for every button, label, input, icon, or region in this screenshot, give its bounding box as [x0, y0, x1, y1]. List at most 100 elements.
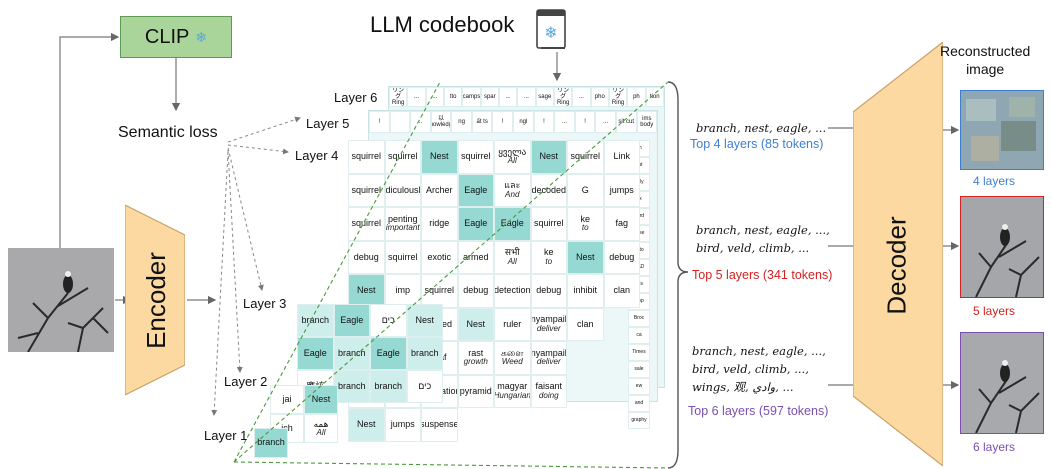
reconstructed-title-line: Reconstructed: [940, 43, 1031, 59]
token-cell: branch: [406, 337, 443, 370]
token-cell: களைWeed: [494, 341, 531, 375]
layer4-label: Layer 4: [295, 148, 339, 163]
reconstructed-image-5: [960, 196, 1044, 298]
token-cell: branch: [333, 337, 370, 370]
token-text: squirrel: [460, 151, 491, 162]
token-cell: כים: [406, 370, 443, 403]
token-text: Eagle: [303, 347, 327, 358]
token-text: Eagle: [464, 184, 488, 195]
token-text: branch: [337, 347, 366, 358]
token-cell: Broc: [628, 310, 650, 327]
token-text: squirrel: [351, 218, 381, 229]
output-label-6: Top 6 layers (597 tokens): [688, 404, 829, 418]
token-cell: camps: [462, 87, 481, 107]
token-cell: Eagle: [457, 173, 494, 207]
token-cell: ew: [628, 378, 650, 395]
token-cell: clan: [567, 307, 604, 341]
token-cell: リング Ring: [553, 87, 573, 107]
layer2-label: Layer 2: [224, 374, 268, 389]
clip-box: CLIP ❄: [120, 16, 232, 58]
token-cell: ...: [425, 87, 444, 107]
token-translation: All: [507, 256, 517, 266]
token-cell: !: [369, 111, 390, 133]
token-text: และ: [504, 180, 521, 191]
layer5-label: Layer 5: [306, 116, 350, 131]
token-text: כים: [418, 380, 432, 391]
token-text: debug: [353, 251, 379, 262]
token-cell: !: [492, 111, 514, 133]
token-text: squirrel: [533, 218, 564, 229]
token-cell: Nest: [421, 140, 458, 174]
token-cell: clan: [603, 274, 640, 308]
reconstructed-image-6: [960, 332, 1044, 434]
token-cell: Nest: [457, 307, 494, 341]
token-cell: ngl: [513, 111, 534, 133]
token-cell: armed: [457, 240, 494, 274]
token-text: squirrel: [387, 151, 418, 162]
token-cell: squirrel: [457, 140, 494, 174]
output-words-4: branch, nest, eagle, ...: [696, 120, 826, 138]
token-text: suspense: [421, 419, 458, 430]
token-text: Archer: [425, 184, 453, 195]
token-cell: squirrel: [348, 140, 385, 174]
token-cell: squirrel: [348, 173, 385, 207]
token-cell: सभीAll: [494, 240, 531, 274]
token-text: debug: [609, 251, 635, 262]
token-cell: Archer: [421, 173, 458, 207]
token-text: Nest: [356, 285, 376, 296]
token-text: ke: [580, 213, 590, 224]
token-text: Nest: [429, 151, 449, 162]
token-cell: jumps: [384, 408, 421, 442]
reconstructed-title-line: image: [966, 61, 1005, 77]
token-text: jai: [282, 393, 292, 404]
token-text: debug: [536, 285, 562, 296]
token-text: Nest: [311, 393, 331, 404]
token-text: सभी: [504, 247, 520, 258]
token-cell: inhibit: [567, 274, 604, 308]
token-text: menyampaikan: [530, 314, 566, 325]
layers-bracket: [667, 81, 689, 469]
token-cell: debug: [603, 240, 640, 274]
token-text: ich: [281, 423, 293, 433]
token-text: Eagle: [464, 218, 488, 229]
token-cell: ...: [498, 87, 518, 107]
output-words-line: wings, 观, وادي, ...: [692, 379, 794, 394]
snowflake-icon: ❄: [195, 28, 208, 45]
token-cell: branch: [297, 304, 334, 337]
token-text: jumps: [609, 184, 634, 195]
token-text: Eagle: [340, 314, 364, 325]
output-words-line: branch, nest, eagle, ...,: [696, 223, 830, 237]
token-text: ruler: [503, 318, 522, 329]
frozen-book-icon: ❄: [536, 9, 566, 49]
token-cell: exotic: [421, 240, 458, 274]
token-text: exotic: [427, 251, 451, 262]
token-text: களை: [501, 347, 524, 358]
token-cell: Nest: [530, 140, 567, 174]
token-text: squirrel: [351, 184, 381, 195]
input-to-clip-arrow: [59, 32, 120, 248]
token-cell: Eagle: [297, 337, 334, 370]
token-cell: spar: [480, 87, 499, 107]
output-words-line: bird, veld, climb, ...,: [692, 361, 809, 376]
token-translation: to: [581, 223, 589, 233]
token-cell: リング Ring: [608, 87, 628, 107]
token-text: decoded: [531, 184, 567, 195]
token-text: inhibit: [573, 285, 597, 296]
token-translation: deliver: [536, 357, 561, 367]
token-translation: Hungarian: [494, 390, 531, 400]
token-text: imp: [395, 285, 410, 296]
token-text: pyramid: [459, 385, 492, 396]
token-cell: ims body: [636, 111, 658, 133]
input-image: [8, 248, 114, 352]
token-cell: Eagle: [370, 337, 407, 370]
token-cell: ất ts: [471, 111, 493, 133]
token-cell: sit cut: [615, 111, 637, 133]
